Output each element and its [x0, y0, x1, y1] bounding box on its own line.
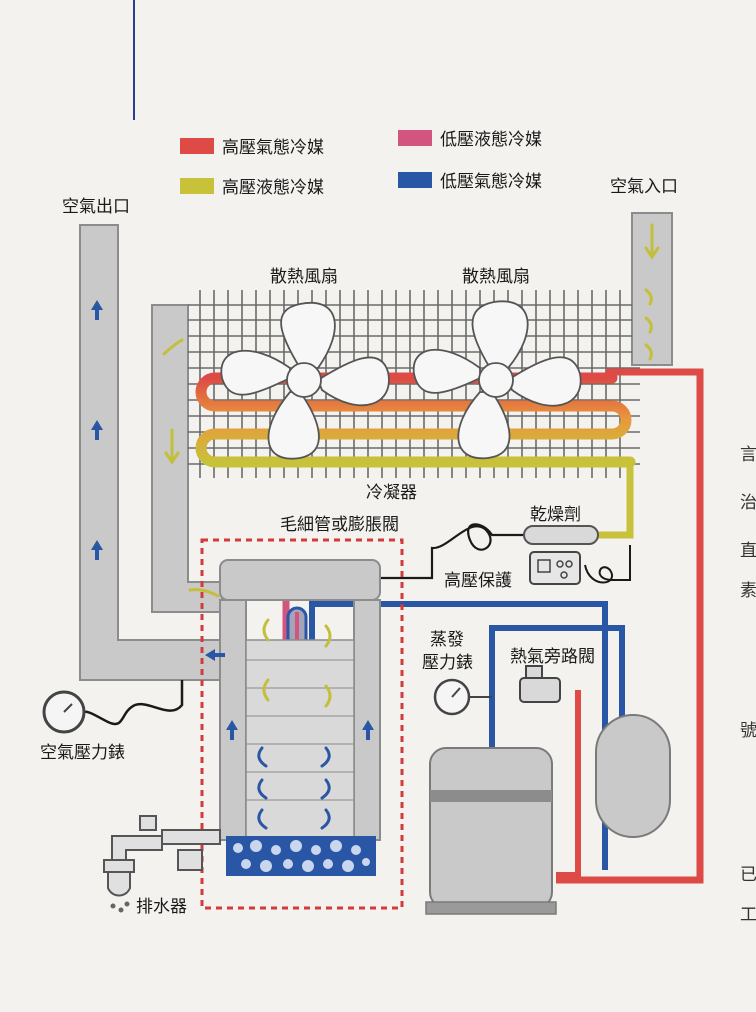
- svg-text:直: 直: [740, 541, 756, 561]
- label-drain: 排水器: [136, 897, 187, 917]
- legend-label-lp-liquid: 低壓液態冷媒: [440, 130, 542, 150]
- page-edge-text: 言 治 直 素 號 已 工: [740, 445, 756, 925]
- pipe-hp-liquid: [598, 462, 634, 539]
- legend-label-hp-liquid: 高壓液態冷媒: [222, 178, 324, 198]
- svg-text:工: 工: [740, 905, 756, 925]
- drain-trap: [103, 815, 221, 913]
- label-air-inlet: 空氣入口: [610, 177, 678, 197]
- filter-dryer: [523, 525, 599, 545]
- condensate-basin: [226, 836, 376, 876]
- label-evap-gauge-2: 壓力錶: [422, 653, 473, 673]
- evaporator-module-boundary: [200, 538, 404, 910]
- label-fan-left: 散熱風扇: [270, 267, 338, 287]
- pipe-hp-gas: [556, 368, 704, 884]
- label-hp-protect: 高壓保護: [444, 571, 512, 591]
- svg-text:已: 已: [740, 865, 756, 885]
- hot-gas-bypass-valve: [519, 665, 561, 703]
- label-fan-right: 散熱風扇: [462, 267, 530, 287]
- legend-label-hp-gas: 高壓氣態冷媒: [222, 138, 324, 158]
- label-dryer: 乾燥劑: [530, 505, 581, 525]
- label-air-gauge: 空氣壓力錶: [40, 743, 125, 763]
- airflow-arrows-yellow: [162, 223, 660, 708]
- svg-text:言: 言: [740, 445, 756, 465]
- heat-exchanger: [219, 559, 381, 876]
- legend-swatch-lp-gas: [398, 172, 432, 188]
- airflow-arrows-inner: [257, 746, 331, 830]
- pipe-hp-gas-bypass: [556, 690, 581, 880]
- compressor: [425, 747, 557, 915]
- accumulator: [595, 714, 671, 838]
- air-inlet-duct: [631, 212, 673, 366]
- legend-swatch-hp-gas: [180, 138, 214, 154]
- fan-left: [220, 301, 390, 460]
- svg-text:治: 治: [740, 493, 756, 513]
- evaporator-pressure-gauge: [433, 678, 492, 716]
- hp-switch-tube: [584, 545, 631, 584]
- legend-swatch-hp-liquid: [180, 178, 214, 194]
- svg-text:素: 素: [740, 581, 756, 601]
- high-pressure-switch: [529, 551, 581, 585]
- airflow-arrows-blue: [91, 300, 374, 740]
- label-capillary: 毛細管或膨脹閥: [280, 515, 399, 535]
- label-air-outlet: 空氣出口: [62, 197, 130, 217]
- svg-text:號: 號: [740, 721, 756, 741]
- legend: 高壓氣態冷媒 低壓液態冷媒 高壓液態冷媒 低壓氣態冷媒: [180, 130, 542, 198]
- condenser-coil: [195, 372, 636, 468]
- label-condenser: 冷凝器: [366, 483, 417, 503]
- air-pressure-gauge: [42, 680, 184, 734]
- capillary-tube: [360, 523, 524, 592]
- legend-label-lp-gas: 低壓氣態冷媒: [440, 172, 542, 192]
- pipe-lp-gas-inner: [489, 625, 625, 760]
- legend-swatch-lp-liquid: [398, 130, 432, 146]
- label-bypass-valve: 熱氣旁路閥: [510, 647, 595, 667]
- label-evap-gauge-1: 蒸發: [430, 630, 464, 650]
- fan-right: [412, 300, 582, 460]
